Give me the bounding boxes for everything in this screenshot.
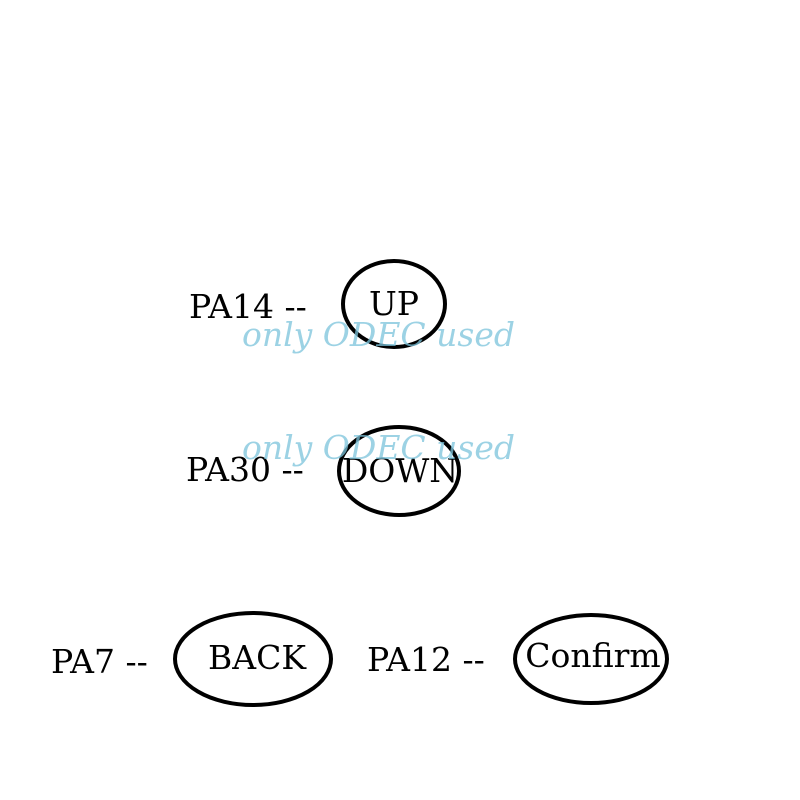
- down-button-label: DOWN: [342, 451, 458, 490]
- up-button-oval: [341, 259, 447, 349]
- confirm-button-label: Confirm: [525, 636, 660, 675]
- pin-label-pa12: PA12 --: [367, 640, 485, 679]
- confirm-button-oval: [513, 613, 669, 705]
- down-button-oval: [337, 425, 461, 517]
- pin-label-pa14: PA14 --: [189, 287, 307, 326]
- up-button-label: UP: [369, 284, 419, 323]
- button-group-down: PA30 -- DOWN: [186, 425, 461, 517]
- watermark-text-lower: only ODEC used: [242, 428, 515, 467]
- pin-label-pa7: PA7 --: [51, 642, 148, 681]
- button-group-back: PA7 -- BACK: [51, 611, 333, 707]
- button-group-up: PA14 -- UP: [189, 259, 447, 349]
- back-button-label: BACK: [208, 638, 307, 677]
- back-button-oval: [173, 611, 333, 707]
- button-group-confirm: PA12 -- Confirm: [367, 613, 669, 705]
- pin-label-pa30: PA30 --: [186, 450, 304, 489]
- watermark-text-upper: only ODEC used: [242, 315, 515, 354]
